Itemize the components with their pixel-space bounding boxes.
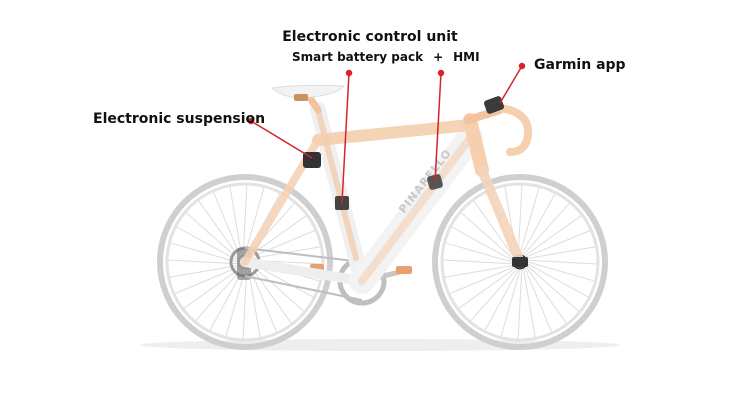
spoke <box>522 194 555 255</box>
spoke <box>443 260 512 264</box>
spoke <box>168 260 237 264</box>
label-garmin-app: Garmin app <box>534 57 626 73</box>
pointer-garmin <box>500 66 522 103</box>
label-electronic-control-unit: Electronic control unit <box>0 29 730 45</box>
saddle <box>272 85 344 110</box>
pointer-hmi-dot <box>439 71 444 76</box>
front-sensor <box>512 257 528 267</box>
label-battery-hmi-row: Smart battery pack + HMI <box>292 50 480 64</box>
spoke <box>445 243 512 262</box>
label-plus: + <box>433 50 443 64</box>
spoke <box>243 185 247 254</box>
label-electronic-suspension: Electronic suspension <box>93 111 265 127</box>
spoke <box>528 260 597 264</box>
label-hmi: HMI <box>453 50 479 64</box>
spoke <box>520 187 539 254</box>
spoke <box>528 264 589 297</box>
spoke <box>518 185 522 254</box>
spoke <box>485 270 518 331</box>
pointer-garmin-dot <box>520 64 525 69</box>
pointer-battery-dot <box>347 71 352 76</box>
spoke <box>501 270 520 337</box>
spoke <box>243 270 247 339</box>
spoke <box>177 227 238 260</box>
spoke <box>170 243 237 262</box>
label-smart-battery-pack: Smart battery pack <box>292 50 423 64</box>
spoke <box>528 262 595 281</box>
spoke <box>518 270 522 339</box>
